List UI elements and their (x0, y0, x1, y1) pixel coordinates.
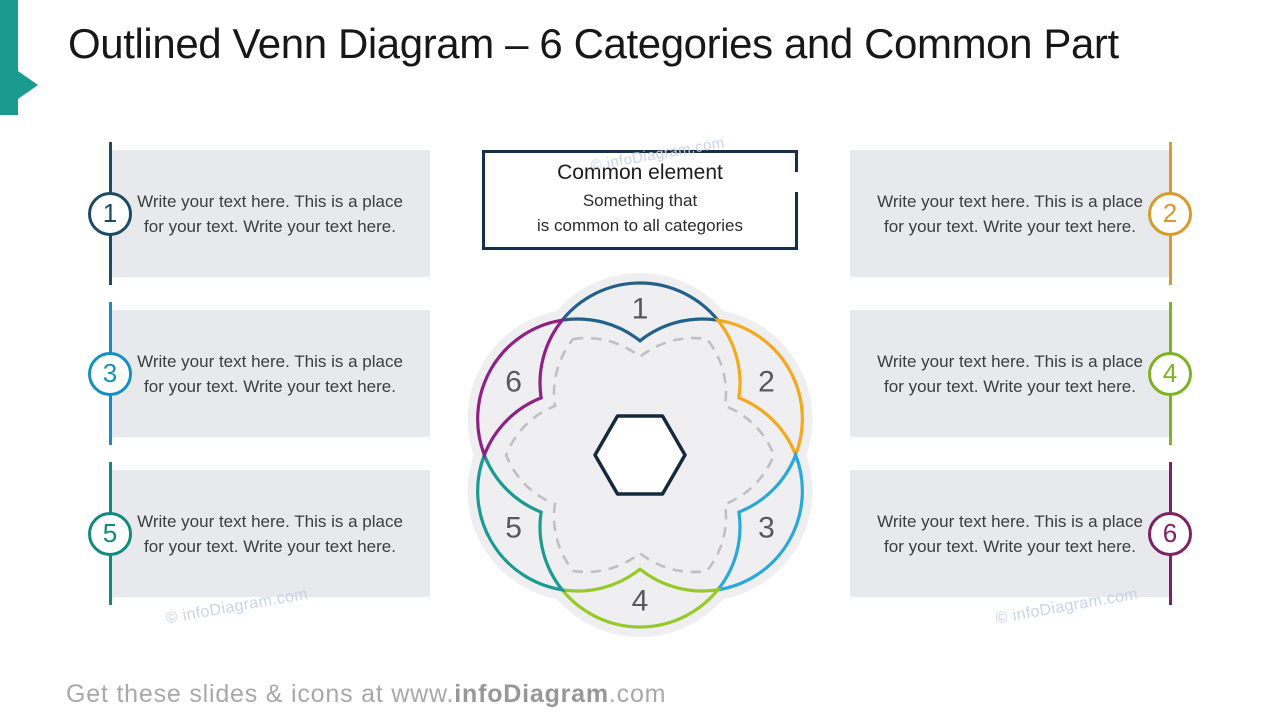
petal-number-5: 5 (505, 512, 522, 545)
badge-label: 5 (102, 518, 118, 548)
subtitle-line-1: Something that (582, 191, 698, 210)
number-badge-5: 5 (88, 511, 132, 556)
text-box-4: 4 Write your text here. This is a place … (850, 302, 1192, 445)
text-box-3: 3 Write your text here. This is a place … (88, 302, 430, 445)
text-box-6: 6 Write your text here. This is a place … (850, 462, 1192, 605)
text-box-1: 1 Write your text here. This is a place … (88, 142, 430, 285)
badge-label: 4 (1162, 358, 1178, 388)
number-badge-6: 6 (1148, 511, 1192, 556)
petal-number-4: 4 (632, 585, 649, 618)
placeholder-text: Write your text here. This is a place fo… (137, 351, 403, 396)
petal-number-2: 2 (758, 366, 775, 399)
text-box-2: 2 Write your text here. This is a place … (850, 142, 1192, 285)
placeholder-text: Write your text here. This is a place fo… (137, 191, 403, 236)
badge-label: 1 (102, 198, 118, 228)
number-badge-4: 4 (1148, 351, 1192, 396)
badge-label: 6 (1162, 518, 1178, 548)
accent-arrow-icon (18, 71, 38, 99)
border-gap (795, 172, 798, 192)
placeholder-text: Write your text here. This is a place fo… (877, 511, 1143, 556)
petal-6 (476, 317, 567, 460)
placeholder-text: Write your text here. This is a place fo… (137, 511, 403, 556)
footer-promo: Get these slides & icons at www.infoDiag… (66, 680, 666, 709)
petal-number-1: 1 (632, 293, 649, 326)
number-badge-2: 2 (1148, 191, 1192, 236)
badge-label: 2 (1162, 198, 1178, 228)
center-hexagon (593, 414, 687, 496)
subtitle-line-2: is common to all categories (537, 216, 743, 235)
footer-brand: infoDiagram (454, 680, 609, 708)
slide-title: Outlined Venn Diagram – 6 Categories and… (68, 20, 1119, 67)
placeholder-text: Write your text here. This is a place fo… (877, 351, 1143, 396)
footer-text: Get these slides & icons at www. (66, 680, 455, 708)
number-badge-1: 1 (88, 191, 132, 236)
venn-flower-diagram: 1 2 3 4 5 6 (450, 265, 830, 645)
common-element-box: Common element Something that is common … (482, 150, 798, 250)
dashed-inner-flower (504, 336, 776, 574)
petal-number-6: 6 (505, 366, 522, 399)
text-box-5: 5 Write your text here. This is a place … (88, 462, 430, 605)
common-element-title: Common element (557, 161, 723, 184)
placeholder-text: Write your text here. This is a place fo… (877, 191, 1143, 236)
badge-label: 3 (102, 358, 118, 388)
footer-suffix: .com (608, 680, 667, 708)
accent-bar (0, 0, 18, 115)
common-element-subtitle: Something that is common to all categori… (485, 188, 795, 238)
petal-number-3: 3 (758, 512, 775, 545)
number-badge-3: 3 (88, 351, 132, 396)
